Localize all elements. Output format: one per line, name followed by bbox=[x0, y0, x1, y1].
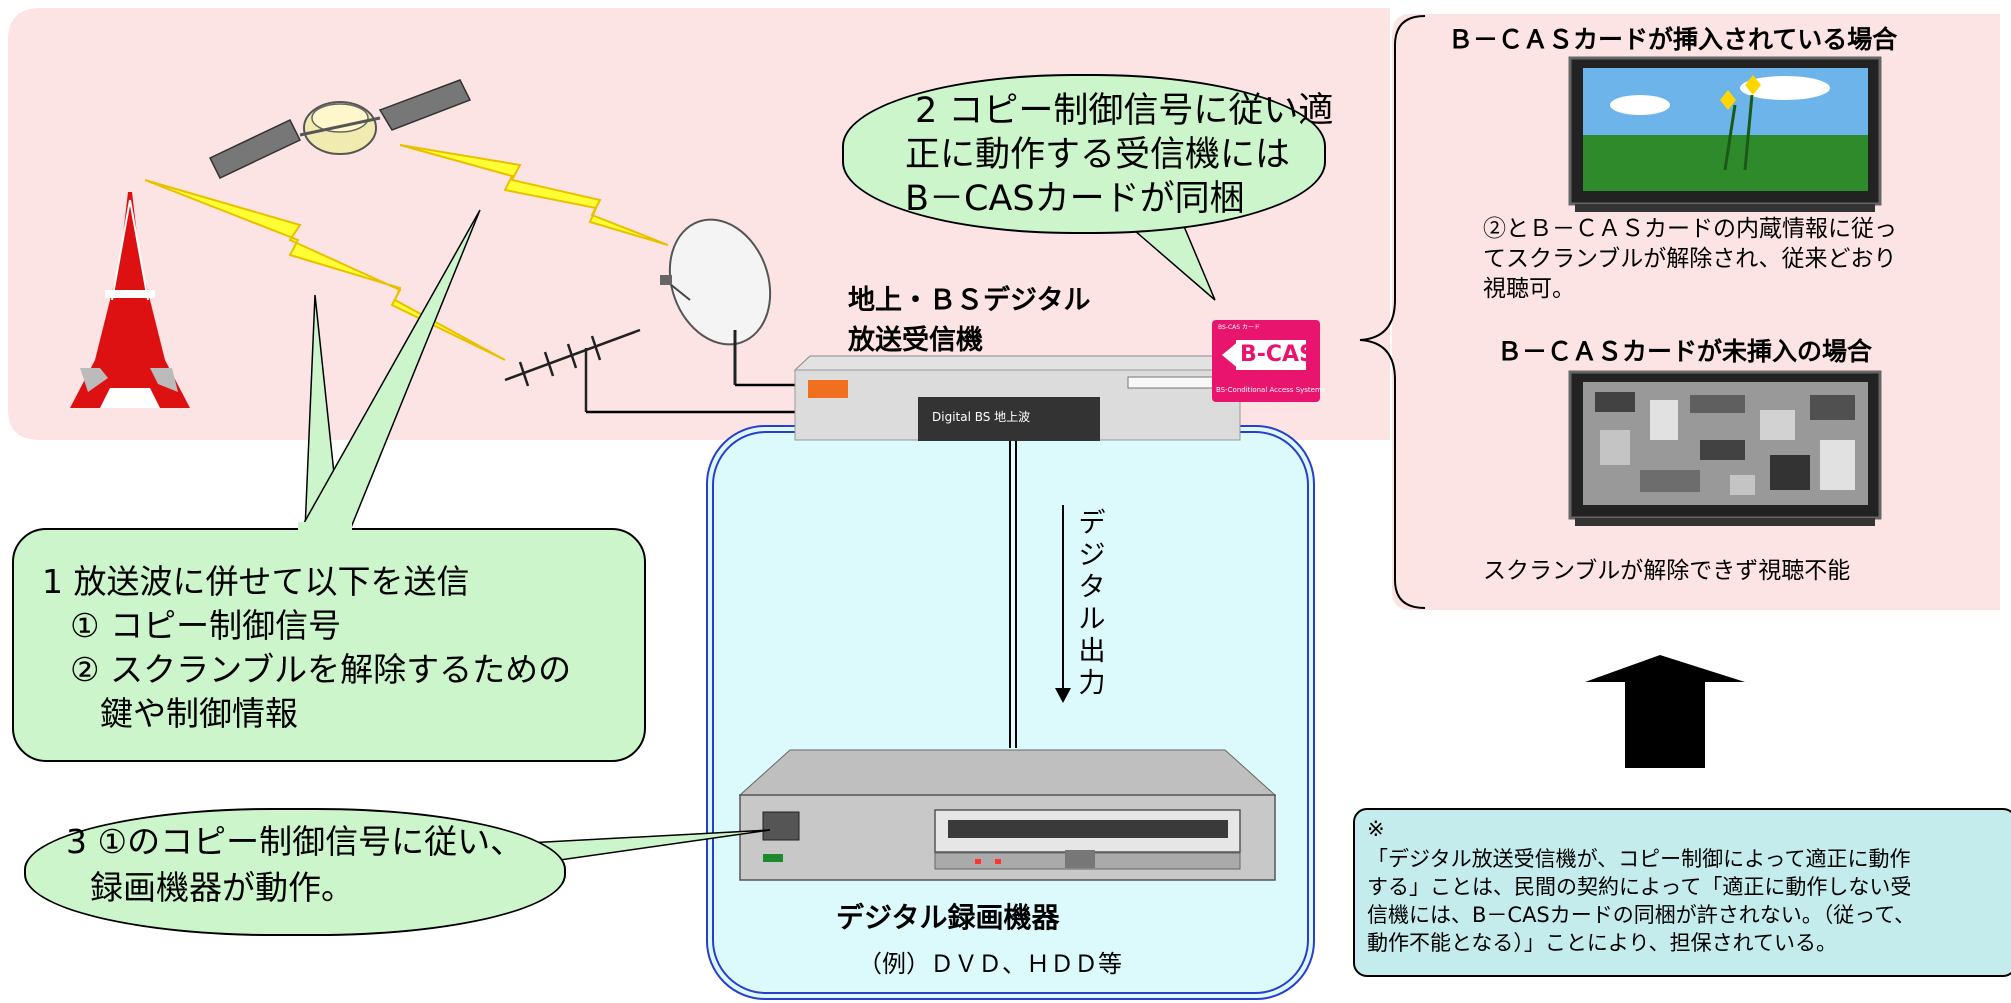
note-line1: 「デジタル放送受信機が、コピー制御によって適正に動作 bbox=[1367, 847, 1911, 871]
receiver-label-line1: 地上・ＢＳデジタル bbox=[848, 285, 1091, 316]
lightning-bolt-left bbox=[144, 179, 506, 361]
callout3-line1: 3 ①のコピー制御信号に従い、 bbox=[66, 822, 524, 861]
receiver-panel-text: Digital BS 地上波 bbox=[932, 410, 1031, 424]
callout1-line3: ② スクランブルを解除するための bbox=[70, 650, 572, 689]
recorder-icon bbox=[738, 749, 1277, 881]
receiver-icon bbox=[793, 355, 1242, 441]
digital-output-label: デジタル出力 bbox=[1078, 508, 1106, 699]
note-line2: する」ことは、民間の契約によって「適正に動作しない受 bbox=[1367, 875, 1912, 899]
satellite-dish-icon bbox=[660, 218, 772, 385]
bubble-top bbox=[842, 74, 1326, 234]
bubble-top-line1: 2 コピー制御信号に従い適 bbox=[915, 91, 1334, 131]
tv-clear-icon bbox=[1568, 56, 1882, 212]
recorder-example: （例）ＤＶＤ、ＨＤＤ等 bbox=[858, 950, 1122, 978]
not-inserted-heading: Ｂ－ＣＡＳカードが未挿入の場合 bbox=[1497, 337, 1873, 366]
note-box: ※ 「デジタル放送受信機が、コピー制御によって適正に動作 する」ことは、民間の契… bbox=[1353, 808, 2011, 977]
curly-brace bbox=[1359, 15, 1426, 609]
antenna-icon bbox=[504, 328, 641, 412]
receiver-label-line2: 放送受信機 bbox=[848, 325, 983, 356]
callout3 bbox=[24, 808, 566, 936]
tower-icon bbox=[70, 192, 190, 408]
inserted-desc-line3: 視聴可。 bbox=[1483, 276, 1575, 302]
cables bbox=[586, 383, 795, 414]
bcas-card-top: BS-CAS カード bbox=[1218, 324, 1260, 331]
inserted-desc-line1: ②とＢ－ＣＡＳカードの内蔵情報に従っ bbox=[1483, 216, 1897, 242]
not-inserted-desc: スクランブルが解除できず視聴不能 bbox=[1483, 558, 1851, 584]
callout3-line2: 録画機器が動作。 bbox=[90, 868, 354, 907]
callout1-line2: ① コピー制御信号 bbox=[70, 606, 342, 645]
callout1-line1: 1 放送波に併せて以下を送信 bbox=[42, 562, 470, 601]
down-arrow-icon bbox=[1055, 505, 1071, 703]
bcas-card-sub: BS-Conditional Access Systems bbox=[1216, 386, 1326, 394]
bubble-top-line3: B－CASカードが同梱 bbox=[905, 179, 1245, 219]
tv-scrambled-icon bbox=[1568, 370, 1882, 526]
note-line4: 動作不能となる）」ことにより、担保されている。 bbox=[1367, 931, 1837, 955]
recorder-label: デジタル録画機器 bbox=[836, 901, 1060, 934]
callout1-line4: 鍵や制御情報 bbox=[100, 694, 298, 733]
bcas-card-title: B-CAS bbox=[1240, 342, 1315, 367]
inserted-desc-line2: てスクランブルが解除され、従来どおり bbox=[1483, 246, 1897, 272]
digital-output-cable bbox=[1009, 438, 1017, 748]
satellite-icon bbox=[208, 79, 472, 179]
lightning-bolt-right bbox=[399, 144, 669, 246]
inserted-heading: Ｂ－ＣＡＳカードが挿入されている場合 bbox=[1448, 25, 1898, 54]
note-mark: ※ bbox=[1367, 817, 1385, 841]
bcas-card: BS-CAS カード B-CAS BS-Conditional Access S… bbox=[1212, 320, 1325, 402]
bubble-top-line2: 正に動作する受信機には bbox=[905, 135, 1291, 175]
note-line3: 信機には、B－CASカードの同梱が許されない。（従って、 bbox=[1367, 903, 1916, 927]
callout1 bbox=[12, 528, 646, 762]
